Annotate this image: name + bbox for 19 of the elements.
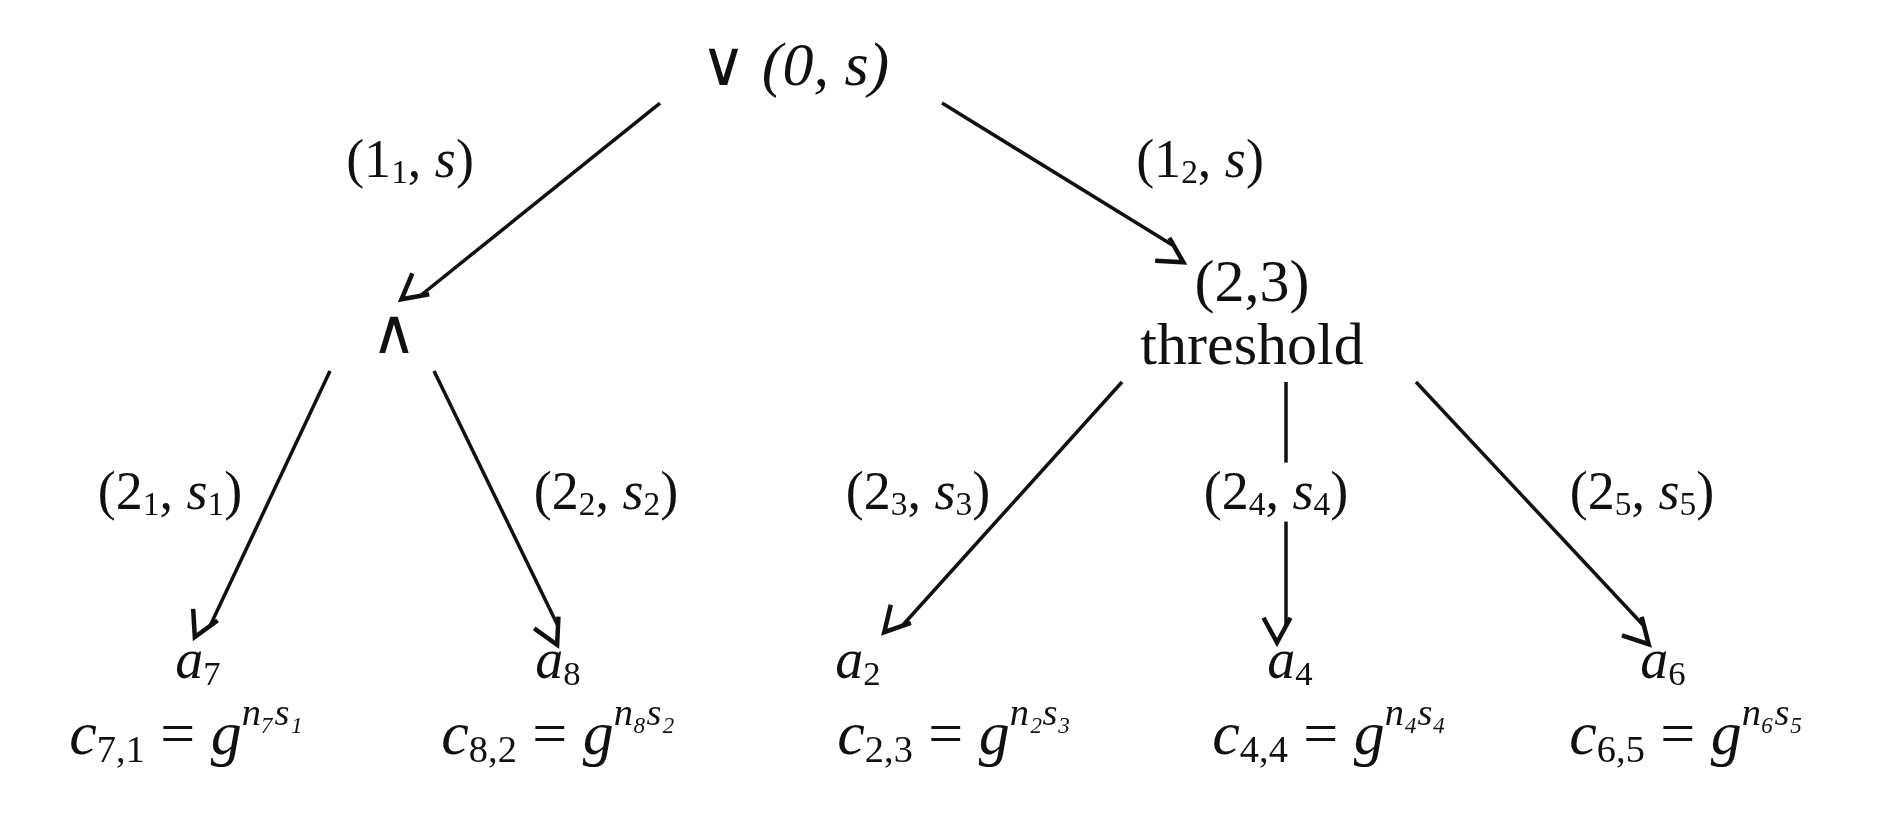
- node-label: a$_{4}$: [1267, 630, 1313, 693]
- node-label: a$_{8}$: [535, 630, 581, 693]
- node-label: a$_{2}$: [835, 630, 881, 693]
- node-label: (2,3): [1194, 250, 1310, 313]
- node-formula: c$_{7,1}$ = g$^{n₇s₁}$: [69, 692, 303, 770]
- node-formula: c$_{8,2}$ = g$^{n₈s₂}$: [441, 692, 675, 770]
- node-label: ∧: [371, 300, 417, 366]
- node-formula: threshold: [1140, 313, 1364, 376]
- arrow: [1414, 380, 1650, 645]
- arrow: [941, 101, 1185, 264]
- node-label: ∨ (0, s): [700, 32, 890, 98]
- arrow: [883, 380, 1124, 633]
- node-label: a$_{6}$: [1640, 630, 1686, 693]
- arrow: [432, 370, 560, 646]
- node-label: a$_{7}$: [175, 630, 221, 693]
- node-formula: c$_{2,3}$ = g$^{n₂s₃}$: [837, 692, 1071, 770]
- arrow: [400, 101, 662, 301]
- node-formula: c$_{6,5}$ = g$^{n₆s₅}$: [1569, 692, 1803, 770]
- node-formula: c$_{4,4}$ = g$^{n₄s₄}$: [1212, 692, 1446, 770]
